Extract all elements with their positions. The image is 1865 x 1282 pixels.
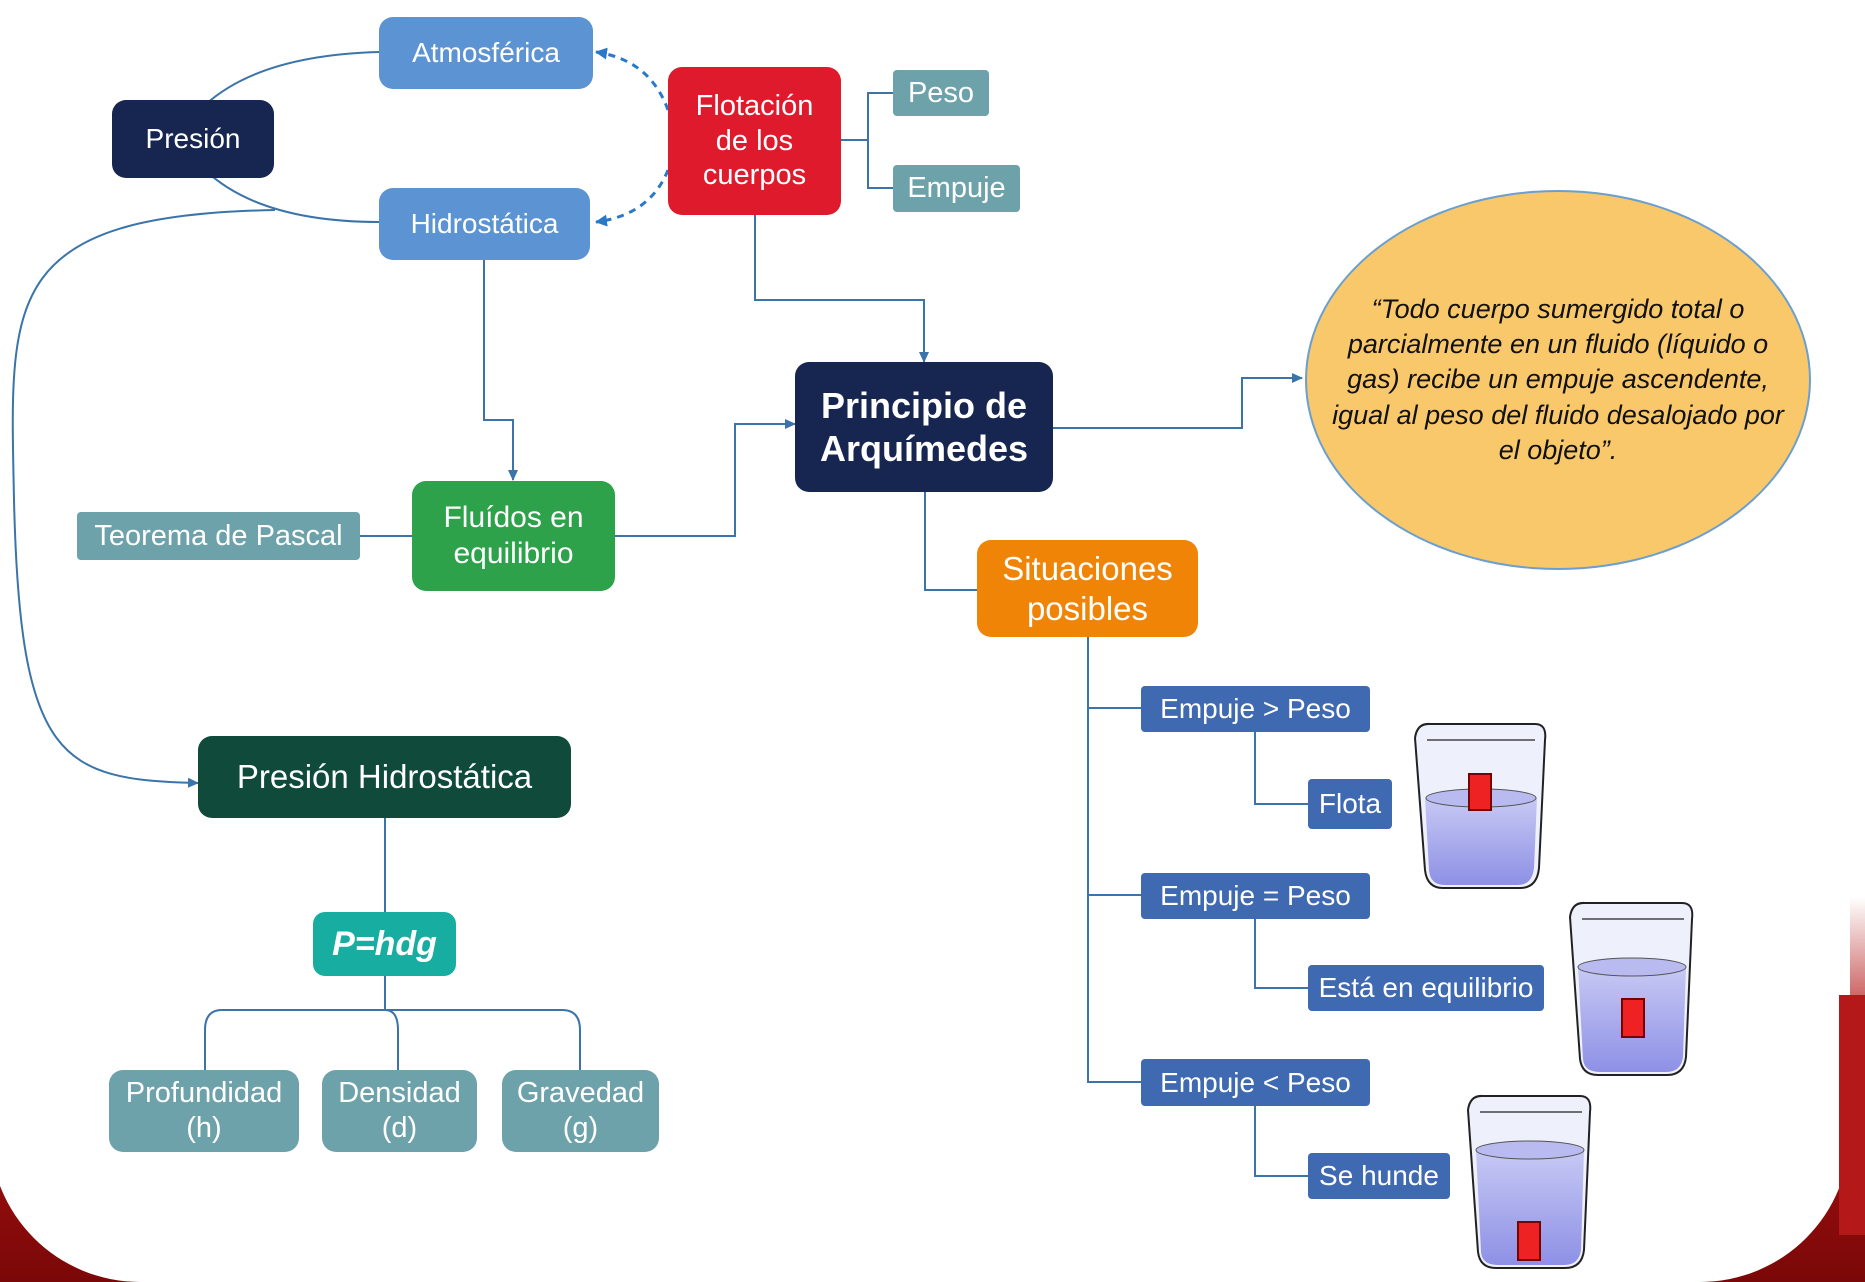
- beaker-floating-icon: [1413, 722, 1547, 889]
- node-se-hunde-label: Se hunde: [1319, 1160, 1439, 1192]
- node-presion: Presión: [112, 100, 274, 178]
- node-atmosferica: Atmosférica: [379, 17, 593, 89]
- node-teorema-pascal: Teorema de Pascal: [77, 512, 360, 560]
- node-principio: Principio de Arquímedes: [795, 362, 1053, 492]
- formula-text: P=hdg: [332, 924, 437, 963]
- node-empuje-menor: Empuje < Peso: [1141, 1059, 1370, 1106]
- node-empuje-igual: Empuje = Peso: [1141, 873, 1370, 919]
- node-gravedad-label: Gravedad (g): [516, 1077, 645, 1144]
- node-presion-label: Presión: [145, 123, 241, 155]
- node-empuje-label: Empuje: [907, 172, 1006, 205]
- quote-ellipse: “Todo cuerpo sumergido total o parcialme…: [1305, 190, 1811, 570]
- red-edge-accent: [1839, 995, 1865, 1235]
- beaker-sinking-icon: [1466, 1094, 1592, 1269]
- node-peso: Peso: [893, 70, 989, 116]
- archimedes-quote: “Todo cuerpo sumergido total o parcialme…: [1332, 294, 1784, 465]
- node-profundidad: Profundidad (h): [109, 1070, 299, 1152]
- node-empuje-mayor-label: Empuje > Peso: [1160, 693, 1351, 725]
- node-atmosferica-label: Atmosférica: [412, 37, 560, 69]
- node-profundidad-label: Profundidad (h): [125, 1077, 283, 1144]
- node-hidrostatica: Hidrostática: [379, 188, 590, 260]
- node-presion-hidrostatica-label: Presión Hidrostática: [236, 758, 533, 796]
- node-gravedad: Gravedad (g): [502, 1070, 659, 1152]
- node-esta-en-equilibrio: Está en equilibrio: [1308, 965, 1544, 1011]
- node-flotacion: Flotación de los cuerpos: [668, 67, 841, 215]
- node-esta-en-equilibrio-label: Está en equilibrio: [1318, 972, 1534, 1004]
- node-flota: Flota: [1308, 779, 1392, 829]
- node-densidad: Densidad (d): [322, 1070, 477, 1152]
- node-teorema-pascal-label: Teorema de Pascal: [94, 519, 343, 552]
- node-empuje: Empuje: [893, 165, 1020, 212]
- node-principio-label: Principio de Arquímedes: [819, 384, 1029, 469]
- node-formula: P=hdg: [313, 912, 456, 976]
- node-flota-label: Flota: [1318, 788, 1382, 820]
- node-fluidos: Fluídos en equilibrio: [412, 481, 615, 591]
- node-situaciones-label: Situaciones posibles: [1002, 549, 1173, 627]
- node-hidrostatica-label: Hidrostática: [410, 208, 559, 240]
- node-densidad-label: Densidad (d): [338, 1077, 461, 1144]
- node-situaciones: Situaciones posibles: [977, 540, 1198, 637]
- node-fluidos-label: Fluídos en equilibrio: [443, 501, 584, 570]
- beaker-equilibrium-icon: [1568, 901, 1694, 1076]
- node-empuje-igual-label: Empuje = Peso: [1160, 880, 1351, 912]
- node-se-hunde: Se hunde: [1308, 1153, 1450, 1199]
- node-flotacion-label: Flotación de los cuerpos: [695, 89, 814, 192]
- node-presion-hidrostatica: Presión Hidrostática: [198, 736, 571, 818]
- node-empuje-mayor: Empuje > Peso: [1141, 686, 1370, 732]
- node-empuje-menor-label: Empuje < Peso: [1160, 1066, 1351, 1098]
- node-peso-label: Peso: [907, 76, 975, 109]
